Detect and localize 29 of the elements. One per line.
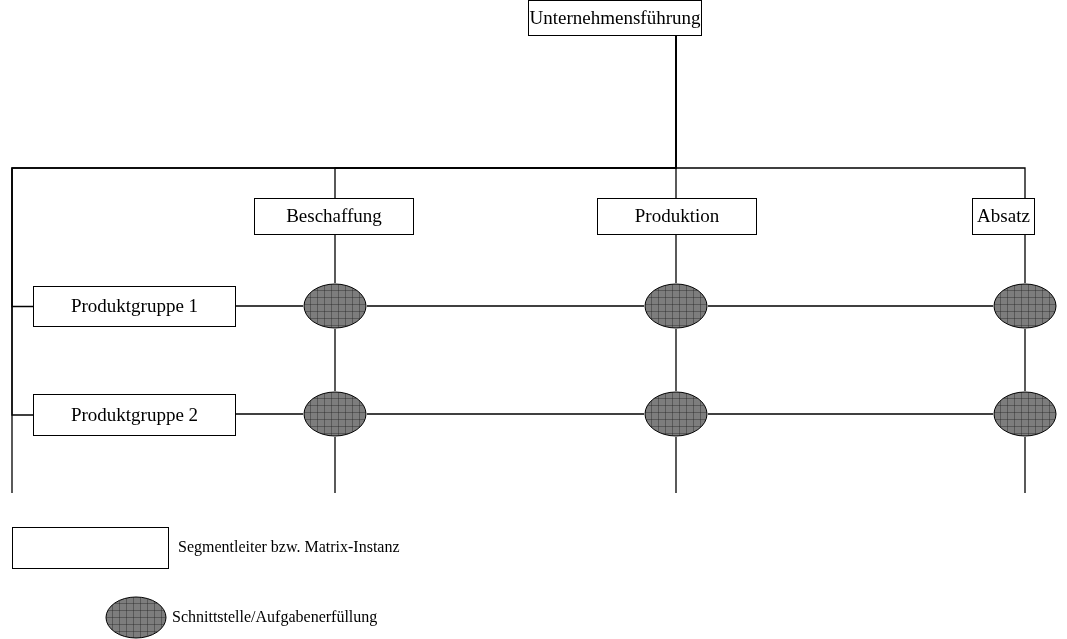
unit-box: Absatz [972,198,1035,235]
unit-box: Produktgruppe 1 [33,286,236,327]
connector-line [675,436,677,494]
unit-box: Beschaffung [254,198,414,235]
connector-line [334,328,336,392]
connector-line [707,305,994,307]
connector-line [334,234,336,284]
unit-box: Produktgruppe 2 [33,394,236,436]
legend-text: Schnittstelle/Aufgabenerfüllung [172,608,378,626]
connector-line [707,413,994,415]
connector-line [1024,436,1026,494]
connector-line [366,413,645,415]
connector-line [334,436,336,494]
connector-line [675,328,677,392]
unit-box: Unternehmensführung [528,0,702,36]
interface-ellipse [303,391,367,437]
unit-box: Produktion [597,198,757,235]
connector-line [235,413,304,415]
interface-ellipse [303,283,367,329]
connector-line [1024,234,1026,284]
interface-ellipse [993,391,1057,437]
interface-ellipse [644,283,708,329]
legend-text: Segmentleiter bzw. Matrix-Instanz [178,538,400,556]
interface-ellipse [644,391,708,437]
interface-ellipse [993,283,1057,329]
connector-line [675,234,677,284]
connector-line [235,305,304,307]
connector-line [1024,328,1026,392]
connector-line [366,305,645,307]
